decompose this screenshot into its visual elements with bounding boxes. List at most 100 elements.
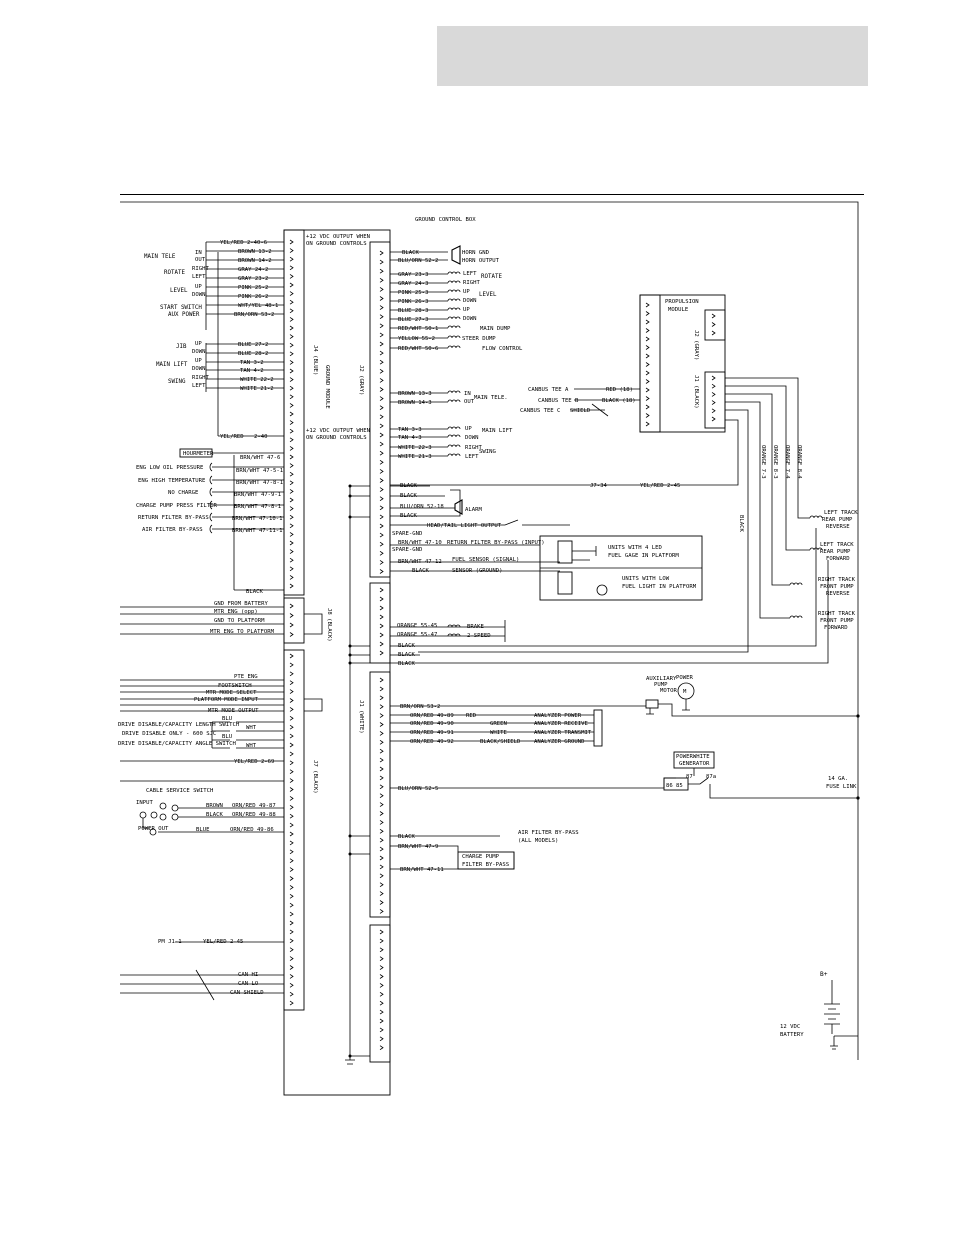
j2-pin — [379, 387, 384, 392]
j1-pin — [379, 739, 384, 745]
j4-pin — [289, 291, 294, 296]
j1-wire-black: BLACK — [398, 834, 415, 840]
pump-1-c: REVERSE — [826, 524, 850, 530]
filter-box — [457, 851, 515, 870]
j1-wire-3: ORN/RED 49-90 — [410, 721, 454, 727]
j1-pin — [379, 704, 384, 710]
j2-pin — [379, 268, 384, 274]
j2-pin — [379, 569, 384, 574]
j7-pin — [289, 742, 294, 748]
switch-main-lift-up: UP — [195, 358, 202, 364]
j8-right-wires — [390, 620, 506, 664]
coil-symbol — [447, 426, 461, 430]
j8-label: J8 (BLACK) — [326, 608, 332, 642]
j2-wire-10: YELLOW 55-2 — [398, 336, 435, 342]
load-rotate: ROTATE — [481, 274, 502, 280]
fuse-14ga: 14 GA. — [828, 776, 848, 782]
drive-switch-3: DRIVE DISABLE/CAPACITY ANGLE SWITCH — [118, 741, 236, 747]
generator-2: GENERATOR — [679, 761, 710, 767]
prop-j1-pin — [711, 400, 716, 405]
load-steer-dump: STEER DUMP — [462, 336, 496, 342]
j4-pin — [289, 274, 294, 279]
battery-12v: 12 VDC — [780, 1024, 800, 1030]
j7-pin — [289, 929, 294, 935]
j7-pin — [289, 715, 294, 721]
j2-pin — [379, 505, 384, 511]
propulsion-top-connector — [704, 309, 726, 341]
cable-wire-4988: ORN/RED 49-88 — [232, 812, 276, 818]
j7-pin — [289, 733, 294, 739]
j7-pin — [289, 947, 294, 953]
j1-pin — [379, 722, 384, 727]
load-horn-gnd: HORN GND — [462, 250, 490, 256]
junction-1 — [856, 714, 860, 718]
pump-2-c: FORWARD — [826, 556, 850, 562]
j4-pin — [289, 497, 294, 503]
orange-8-4: ORANGE 8-4 — [796, 445, 802, 479]
switch-main-tele-in: IN — [195, 250, 202, 256]
j2-wire-13: BROWN 14-3 — [398, 400, 432, 406]
j8-right-3: BLACK — [398, 643, 415, 649]
j1-pin — [379, 677, 384, 683]
j7-extra-wires — [120, 760, 284, 782]
hourmeter-label: HOURMETER — [183, 451, 214, 457]
canbus-b: CANBUS TEE B — [538, 398, 579, 404]
sender-symbol — [209, 512, 213, 522]
j1-wire-1: BRN/ORN 53-2 — [400, 704, 440, 710]
j7-pin — [289, 885, 294, 890]
lowfuel-connector — [557, 571, 573, 595]
j7-pin — [289, 831, 294, 837]
prop-left-pin — [645, 302, 650, 308]
pump-1-a: LEFT TRACK — [824, 510, 858, 516]
j7-pin — [289, 698, 294, 703]
prop-top-pin — [711, 330, 716, 336]
j8-right-2: ORANGE 55-47 — [397, 632, 437, 638]
coil-symbol — [447, 345, 461, 349]
switch-swing: SWING — [168, 379, 186, 385]
j8-wire-4: MTR ENG TO PLATFORM — [210, 629, 275, 635]
j1b-pin — [379, 1009, 384, 1015]
led-box-1: UNITS WITH 4 LED — [608, 545, 663, 551]
pump-2-a: LEFT TRACK — [820, 542, 854, 548]
drive-wire-blu-1: BLU — [222, 716, 232, 722]
filter-all-models: (ALL MODELS) — [518, 838, 558, 844]
j2-pin — [379, 432, 384, 438]
aux-motor-1: AUXILIARY — [646, 676, 677, 682]
j4-pin — [289, 385, 294, 391]
j4-pin — [289, 566, 294, 572]
relay-87: 87 — [686, 774, 693, 780]
j4-pin — [289, 489, 294, 494]
j7-pin — [289, 760, 294, 766]
load-lift-down: DOWN — [465, 435, 478, 441]
j7-wire-mtr-output: MTR MODE OUTPUT — [208, 708, 259, 714]
j1-pin — [379, 775, 384, 781]
sender-symbol — [209, 500, 213, 510]
j1a-pin — [379, 605, 384, 611]
j4-pin — [289, 411, 294, 417]
j7-pin — [289, 689, 294, 694]
drive-wire-blu-2: BLU — [222, 734, 232, 740]
switch-start: START SWITCH — [160, 305, 202, 311]
switch-rotate-right: RIGHT — [192, 266, 209, 272]
j8-wires — [120, 606, 323, 635]
j2-wire-7: BLUE 28-3 — [398, 308, 428, 314]
analyzer-receive: ANALYZER RECEIVE — [534, 721, 589, 727]
j4-pin — [289, 575, 294, 580]
j2-wire-1: BLACK — [402, 250, 419, 256]
j4-pin — [289, 480, 294, 486]
return-filter-input: RETURN FILTER BY-PASS (INPUT) — [447, 540, 545, 546]
sender-wire-1: BRN/WHT 47-6 — [240, 455, 280, 461]
coil-symbol — [447, 298, 461, 302]
j1-pin — [379, 802, 384, 807]
sender-low-oil: ENG LOW OIL PRESSURE — [136, 465, 204, 471]
prop-j1-pin — [711, 392, 716, 397]
switch-level-down: DOWN — [192, 292, 205, 298]
j8-wire-2: MTR ENG (opp) — [214, 609, 258, 615]
j1-pin — [379, 882, 384, 888]
j2-pin — [379, 250, 384, 256]
j7-pin — [289, 662, 294, 668]
j4-block — [283, 229, 305, 596]
junction-2 — [856, 796, 860, 800]
cable-term-2 — [159, 813, 167, 821]
